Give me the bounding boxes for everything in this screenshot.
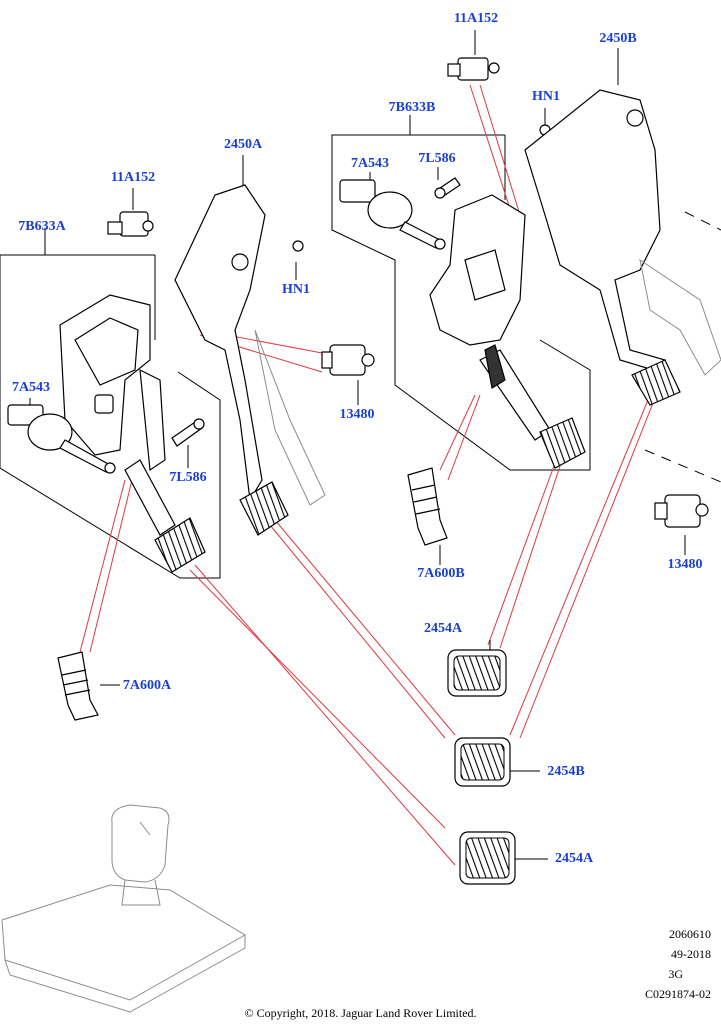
pedal-pad-2454A-top: [447, 649, 507, 697]
callout-7B633A: 7B633A: [18, 219, 66, 234]
callout-2454A-top: 2454A: [423, 621, 463, 636]
callout-2454B: 2454B: [547, 764, 585, 779]
diagram-code-1: 2060610: [669, 927, 711, 941]
callout-7L586-left: 7L586: [169, 470, 207, 485]
copyright-notice: © Copyright, 2018. Jaguar Land Rover Lim…: [244, 1006, 477, 1020]
callout-7A543-left: 7A543: [11, 380, 51, 395]
pedal-2450B: [524, 89, 666, 373]
accelerator-faint-right: [639, 258, 721, 376]
callout-2454A-bottom: 2454A: [554, 851, 594, 866]
diagram-code-3: 3G: [668, 967, 683, 981]
boot-7A600B: [407, 467, 448, 546]
pedal-box-left: [59, 294, 151, 456]
bolt-7L586-right: [434, 177, 461, 199]
assembly-outline-right: [644, 211, 721, 483]
callout-11A152-top: 11A152: [453, 11, 499, 26]
callout-7A600A: 7A600A: [122, 678, 172, 693]
diagram-code-4: C0291874-02: [645, 987, 711, 1001]
diagram-code-2: 49-2018: [671, 947, 711, 961]
pedal-box-right: [429, 194, 526, 346]
pedal-pad-left-assembly: [154, 517, 206, 573]
assembly-bracket-7B633A: [0, 254, 221, 579]
accelerator-faint-middle: [254, 329, 326, 506]
switch-11A152-left: [107, 211, 154, 237]
callout-7L586-right: 7L586: [418, 151, 456, 166]
pedal-pad-right-assembly: [539, 417, 586, 469]
callout-7A600B: 7A600B: [417, 566, 465, 581]
pedal-pad-middle: [239, 481, 289, 536]
callout-13480-right: 13480: [667, 557, 703, 572]
gear-shifter: [1, 804, 246, 1013]
pedal-arm-left: [124, 368, 176, 536]
pedal-pad-far-right: [631, 359, 681, 406]
callout-7B633B: 7B633B: [388, 100, 436, 115]
callout-2450A: 2450A: [223, 137, 263, 152]
pedal-2450A: [174, 184, 304, 502]
switch-13480-middle: [321, 344, 375, 376]
callout-lines: [29, 30, 686, 860]
leader-lines: [79, 84, 656, 866]
boot-7A600A: [57, 651, 99, 721]
switch-13480-right: [654, 494, 709, 528]
bolt-7L586-left: [171, 418, 205, 447]
callout-13480-middle: 13480: [339, 407, 375, 422]
callout-7A543-right: 7A543: [350, 156, 390, 171]
pedal-pad-2454B: [454, 737, 511, 787]
callout-11A152-left: 11A152: [110, 170, 156, 185]
master-cylinder-right: [339, 179, 446, 250]
callout-2450B: 2450B: [599, 31, 637, 46]
callout-HN1-left: HN1: [282, 282, 310, 297]
switch-11A152-top: [447, 57, 500, 81]
pedal-pad-2454A-bottom: [459, 831, 516, 885]
master-cylinder-left: [7, 404, 116, 474]
callout-HN1-right: HN1: [532, 89, 560, 104]
pedal-arm-right: [479, 344, 551, 441]
